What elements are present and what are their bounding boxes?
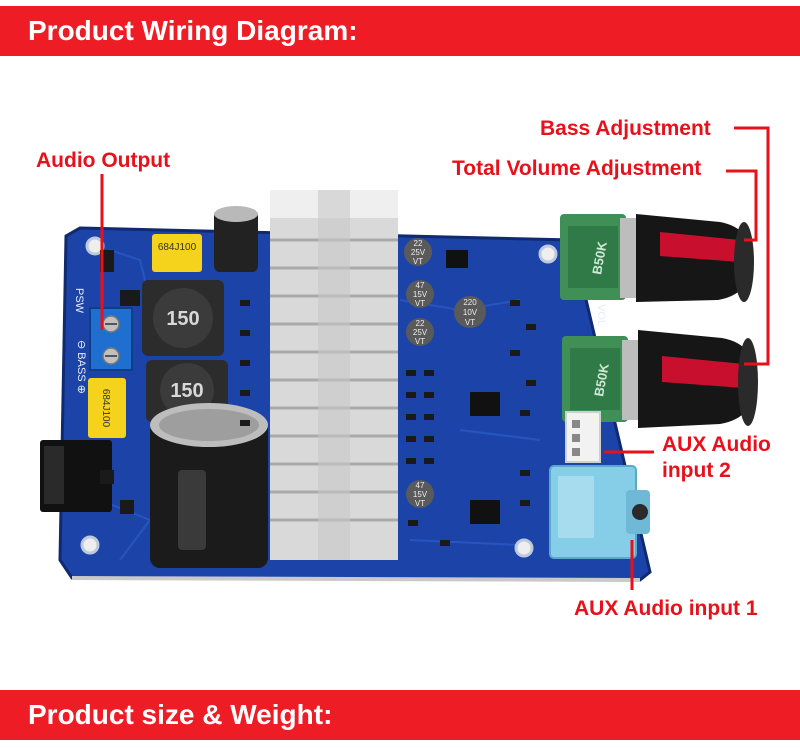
svg-text:VT: VT	[465, 318, 475, 327]
inductor-2-label: 150	[170, 380, 203, 402]
svg-text:22: 22	[414, 239, 423, 248]
film-capacitor-2: 684J100	[88, 378, 126, 438]
footer-banner: Product size & Weight:	[0, 690, 800, 740]
callout-bass-adjustment: Bass Adjustment	[540, 117, 711, 140]
svg-text:47: 47	[416, 281, 425, 290]
svg-text:VT: VT	[415, 337, 425, 346]
svg-text:10V: 10V	[463, 308, 478, 317]
aux-3.5mm-jack	[549, 465, 650, 559]
silk-vol: VOL	[595, 304, 607, 326]
callout-aux-input-1: AUX Audio input 1	[574, 597, 758, 620]
potentiometer-bass[interactable]: B50K	[560, 214, 754, 302]
callout-aux-input-2-line1: AUX Audio	[662, 433, 771, 456]
dc-jack	[40, 440, 112, 512]
film-capacitor-1: 684J100	[152, 234, 202, 272]
svg-text:15V: 15V	[413, 290, 428, 299]
silkscreen: ⊖ BASS ⊕ PSW VOL	[73, 288, 607, 394]
film-cap-2-label: 684J100	[100, 389, 111, 428]
leader-bass	[734, 126, 770, 366]
callout-aux-input-2-line2: input 2	[662, 459, 731, 482]
svg-text:25V: 25V	[411, 248, 426, 257]
inductor-1-label: 150	[166, 308, 199, 330]
leader-lines	[100, 126, 770, 590]
heatsink	[270, 190, 398, 560]
header-title: Product Wiring Diagram:	[28, 15, 358, 46]
ic-chips	[446, 250, 500, 524]
callout-total-volume-adjustment: Total Volume Adjustment	[452, 157, 702, 180]
svg-text:220: 220	[463, 298, 477, 307]
svg-text:22: 22	[416, 319, 425, 328]
svg-text:VT: VT	[415, 299, 425, 308]
smd-components	[100, 250, 536, 546]
svg-text:VT: VT	[413, 257, 423, 266]
small-electrolytic-cap	[214, 206, 258, 272]
screw-terminal	[89, 307, 133, 371]
svg-text:15V: 15V	[413, 490, 428, 499]
silk-bass: ⊖ BASS ⊕	[75, 340, 87, 394]
large-electrolytic-cap	[150, 403, 268, 568]
pot-1-label: B50K	[589, 240, 610, 276]
svg-text:25V: 25V	[413, 328, 428, 337]
pot-2-label: B50K	[591, 362, 612, 398]
film-cap-1-label: 684J100	[158, 242, 197, 253]
callout-audio-output: Audio Output	[36, 149, 171, 172]
silk-psw: PSW	[73, 288, 85, 314]
leader-volume	[726, 169, 758, 242]
potentiometer-volume[interactable]: B50K	[562, 330, 758, 428]
aux-header-connector	[565, 411, 601, 463]
inductor-1: 150	[142, 280, 224, 356]
svg-text:47: 47	[416, 481, 425, 490]
footer-title: Product size & Weight:	[28, 699, 333, 730]
header-banner: Product Wiring Diagram:	[0, 6, 800, 56]
svg-text:VT: VT	[415, 499, 425, 508]
